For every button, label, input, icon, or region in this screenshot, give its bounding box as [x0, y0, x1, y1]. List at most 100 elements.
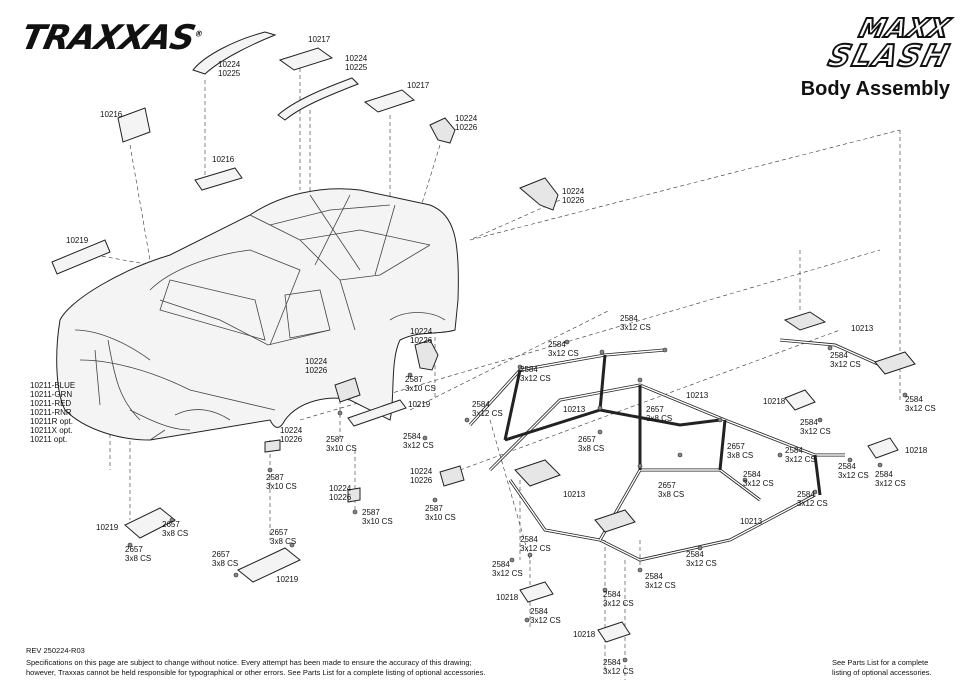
- part-10224-mount-a: [429, 117, 456, 144]
- label-3x12-d: 3x12 CS: [520, 374, 551, 383]
- label-3x12-k: 3x12 CS: [875, 479, 906, 488]
- label-3x10-a: 3x10 CS: [405, 384, 436, 393]
- label-10224-h: 10224: [410, 467, 433, 476]
- label-3x8-d: 3x8 CS: [658, 490, 684, 499]
- part-10219-center: [347, 399, 407, 427]
- label-10219-d: 10219: [276, 575, 299, 584]
- disclaimer-line-2: however, Traxxas cannot be held responsi…: [26, 668, 486, 677]
- label-2657-d: 2657: [658, 481, 676, 490]
- label-3x10-c: 3x10 CS: [266, 482, 297, 491]
- label-3x10-e: 3x10 CS: [362, 517, 393, 526]
- label-3x8-c: 3x8 CS: [727, 451, 753, 460]
- label-3x8-b: 3x8 CS: [578, 444, 604, 453]
- label-3x12-q: 3x12 CS: [645, 581, 676, 590]
- label-2584-a: 2584: [620, 314, 638, 323]
- label-2657-e: 2657: [162, 520, 180, 529]
- page-title: Body Assembly: [800, 78, 950, 100]
- label-3x12-n: 3x12 CS: [520, 544, 551, 553]
- part-10216-b: [194, 167, 243, 191]
- label-3x12-b: 3x12 CS: [548, 349, 579, 358]
- part-10219-bottom-left: [124, 507, 176, 539]
- label-2657-h: 2657: [212, 550, 230, 559]
- label-2584-g: 2584: [800, 418, 818, 427]
- label-10224-a: 10224: [218, 60, 241, 69]
- label-3x12-j: 3x12 CS: [838, 471, 869, 480]
- label-3x12-l: 3x12 CS: [743, 479, 774, 488]
- label-2584-h: 2584: [403, 432, 421, 441]
- part-10224-mount-b: [519, 177, 559, 211]
- label-3x12-h: 3x12 CS: [403, 441, 434, 450]
- label-2584-l: 2584: [743, 470, 761, 479]
- label-2584-j: 2584: [838, 462, 856, 471]
- body-color-item: 10211-BLUE: [30, 381, 76, 390]
- part-10218-d: [597, 621, 631, 643]
- frame-plate-front-right: [594, 509, 636, 533]
- parts-list-note-line-1: See Parts List for a complete: [832, 658, 929, 667]
- part-10224-mount-c: [414, 339, 439, 371]
- frame-plate-rear-upper: [783, 311, 827, 331]
- label-10217-a: 10217: [308, 35, 331, 44]
- label-3x8-a: 3x8 CS: [646, 414, 672, 423]
- label-2584-q: 2584: [645, 572, 663, 581]
- label-10218-c: 10218: [496, 593, 519, 602]
- label-10213-e: 10213: [740, 517, 763, 526]
- part-10224-top-left: [192, 31, 277, 75]
- label-3x12-t: 3x12 CS: [603, 667, 634, 676]
- part-10217-b: [363, 89, 416, 113]
- label-10213-c: 10213: [563, 405, 586, 414]
- label-2584-o: 2584: [686, 550, 704, 559]
- body-parts: [51, 31, 559, 583]
- frame-plate-rear-right: [874, 351, 916, 375]
- label-10226-i: 10226: [329, 493, 352, 502]
- label-10226-e: 10226: [410, 336, 433, 345]
- label-10218-d: 10218: [573, 630, 596, 639]
- label-2584-f: 2584: [472, 400, 490, 409]
- body-color-list: 10211-BLUE 10211-GRN 10211-RED 10211-RNR…: [30, 381, 75, 444]
- label-2587-d: 2587: [425, 504, 443, 513]
- label-3x12-e: 3x12 CS: [905, 404, 936, 413]
- label-3x12-f: 3x12 CS: [472, 409, 503, 418]
- label-10224-i: 10224: [329, 484, 352, 493]
- label-10213-b: 10213: [686, 391, 709, 400]
- label-10219-a: 10219: [66, 236, 89, 245]
- part-10224-mount-e: [264, 439, 281, 453]
- label-10213-a: 10213: [851, 324, 874, 333]
- label-10224-c: 10224: [455, 114, 478, 123]
- label-10218-a: 10218: [763, 397, 786, 406]
- label-3x8-e: 3x8 CS: [162, 529, 188, 538]
- part-10224-mount-f: [347, 487, 361, 503]
- label-3x8-f: 3x8 CS: [270, 537, 296, 546]
- label-2584-e: 2584: [905, 395, 923, 404]
- label-2584-n: 2584: [520, 535, 538, 544]
- frame-plate-front-left: [514, 459, 561, 487]
- label-10224-g: 10224: [280, 426, 303, 435]
- label-2657-g: 2657: [125, 545, 143, 554]
- body-color-item: 10211 opt.: [30, 435, 68, 444]
- label-10217-b: 10217: [407, 81, 430, 90]
- parts-list-note-line-2: listing of optional accessories.: [832, 668, 932, 677]
- label-3x12-s: 3x12 CS: [530, 616, 561, 625]
- screws: [127, 339, 908, 663]
- label-2584-i: 2584: [785, 446, 803, 455]
- label-2657-c: 2657: [727, 442, 745, 451]
- disclaimer-line-1: Specifications on this page are subject …: [26, 658, 472, 667]
- label-10218-b: 10218: [905, 446, 928, 455]
- label-3x10-b: 3x10 CS: [326, 444, 357, 453]
- chassis-frame: [468, 311, 916, 643]
- label-10213-d: 10213: [563, 490, 586, 499]
- label-10224-f: 10224: [305, 357, 328, 366]
- body-color-item: 10211-RED: [30, 399, 72, 408]
- label-2584-r: 2584: [603, 590, 621, 599]
- part-labels: 10217 10224 10225 10224 10225 10217 1021…: [66, 35, 936, 676]
- body-color-item: 10211-RNR: [30, 408, 72, 417]
- part-10217-a: [278, 47, 334, 71]
- label-10224-b: 10224: [345, 54, 368, 63]
- label-2587-b: 2587: [326, 435, 344, 444]
- label-2584-c: 2584: [830, 351, 848, 360]
- label-3x12-r: 3x12 CS: [603, 599, 634, 608]
- label-3x10-d: 3x10 CS: [425, 513, 456, 522]
- part-10218-c: [519, 581, 554, 603]
- body-color-item: 10211-GRN: [30, 390, 73, 399]
